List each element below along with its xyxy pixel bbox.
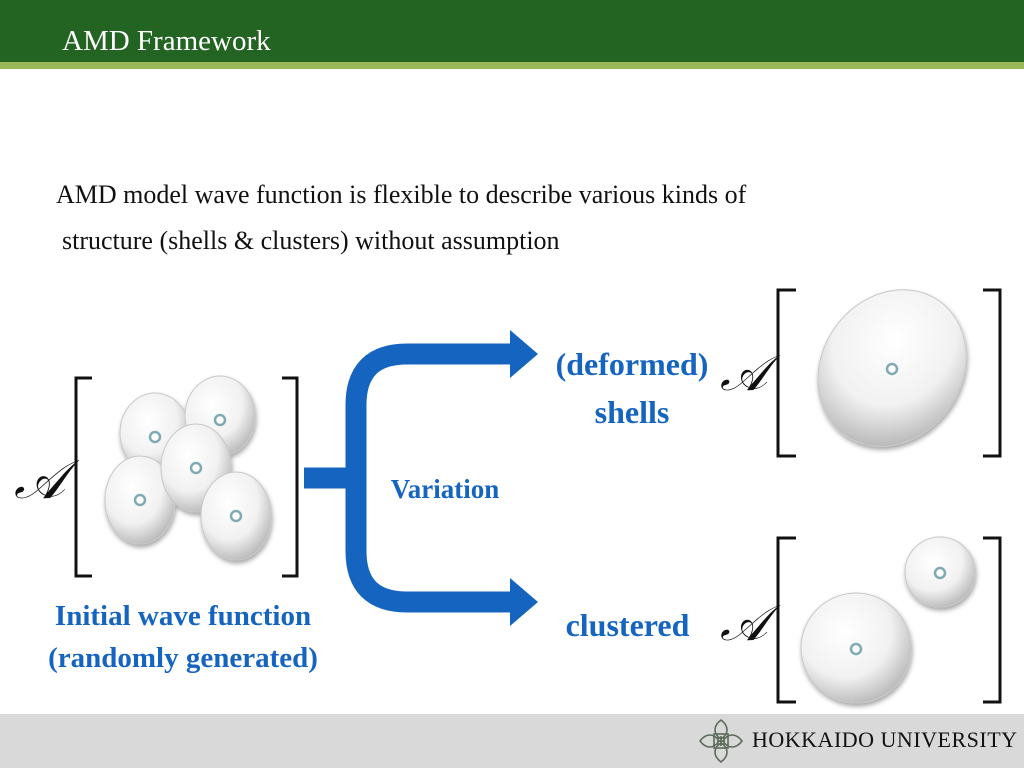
bracket-upper-close <box>983 288 1002 458</box>
university-emblem-icon <box>698 718 744 764</box>
footer-band <box>0 714 1024 768</box>
bracket-lower-open <box>776 536 796 704</box>
bracket-lower-close <box>983 536 1002 704</box>
bracket-left-close <box>282 376 299 578</box>
deformed-label-line-2: shells <box>594 394 670 430</box>
arrow-head-lower <box>510 578 538 626</box>
intro-line-2: structure (shells & clusters) without as… <box>62 226 560 255</box>
antisymmetrizer-lower: 𝒜 <box>720 595 781 651</box>
bracket-upper-open <box>776 288 796 458</box>
intro-text: AMD model wave function is flexible to d… <box>56 172 956 264</box>
cluster-sphere-icon <box>800 592 912 704</box>
variation-arrow <box>304 343 512 613</box>
initial-label-line-2: (randomly generated) <box>48 642 318 674</box>
variation-label: Variation <box>390 474 500 504</box>
slide-title: AMD Framework <box>62 25 271 57</box>
cluster-sphere-icon <box>904 536 976 608</box>
arrow-head-upper <box>510 330 538 378</box>
nucleon-sphere-icon <box>200 471 272 561</box>
antisymmetrizer-left: 𝒜 <box>14 450 80 510</box>
intro-line-1: AMD model wave function is flexible to d… <box>56 180 747 209</box>
initial-label-line-1: Initial wave function <box>54 600 312 632</box>
deformed-shell-ellipse-icon <box>817 289 967 447</box>
deformed-shells-label: (deformed) shells <box>532 340 732 436</box>
title-bar <box>0 0 1024 62</box>
university-name: HOKKAIDO UNIVERSITY <box>752 727 1018 752</box>
nucleon-sphere-icon <box>104 455 176 545</box>
bracket-left-open <box>74 376 92 578</box>
title-accent-stripe <box>0 62 1024 69</box>
initial-wave-function-label: Initial wave function (randomly generate… <box>8 595 358 679</box>
deformed-label-line-1: (deformed) <box>555 346 709 382</box>
nucleon-cluster <box>104 375 272 561</box>
clustered-label: clustered <box>565 607 690 643</box>
